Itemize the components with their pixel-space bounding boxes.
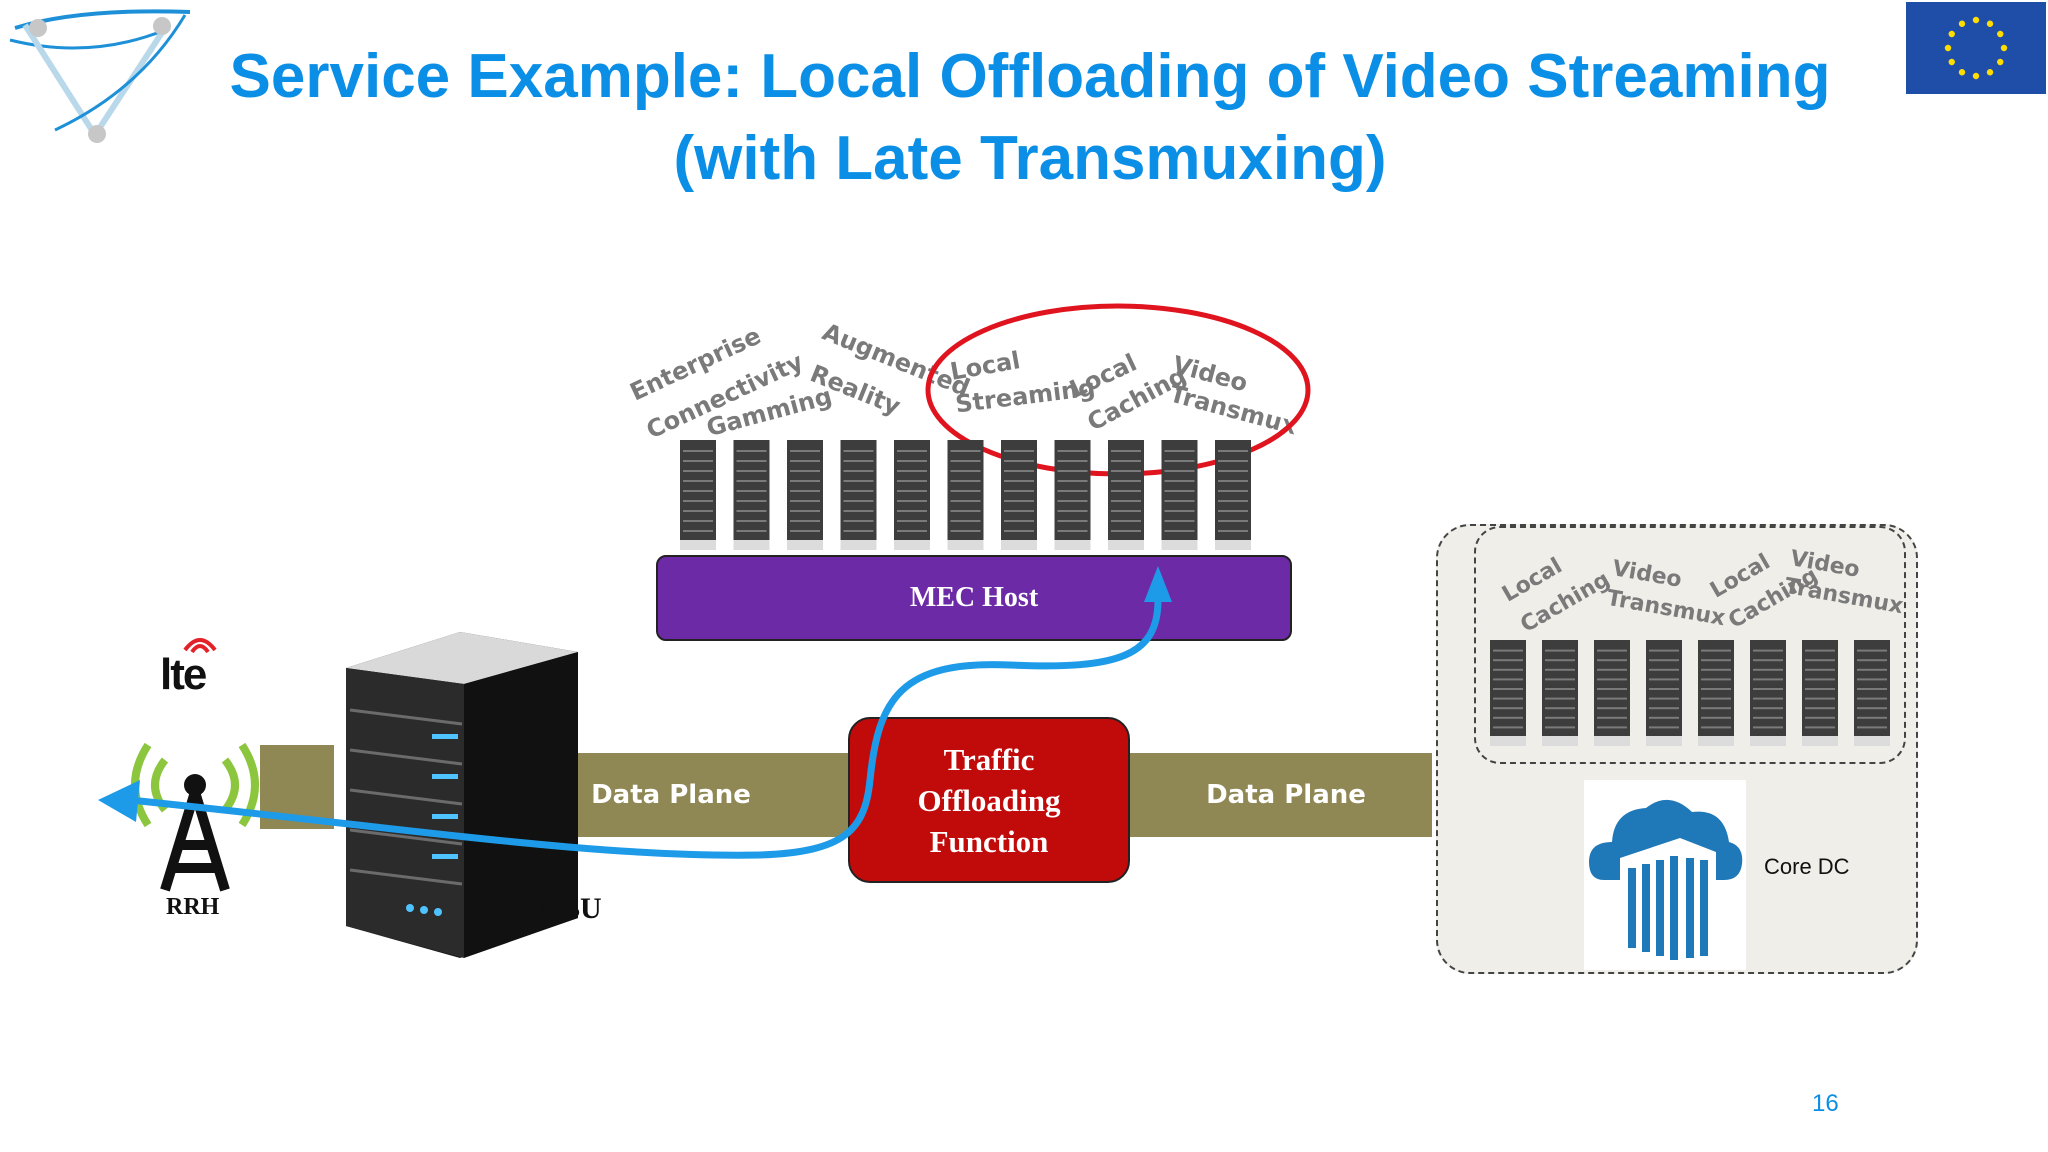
server-rack [1161,440,1198,550]
server-rack [787,440,823,550]
server-rack [1001,440,1037,550]
server-rack [1854,640,1890,746]
project-logo-icon [9,9,191,143]
data-plane-right-label: Data Plane [1206,780,1366,810]
tof-line-1: Traffic [943,741,1035,777]
bbu-label: BBU [540,892,602,925]
data-plane-left[interactable]: Data Plane [576,753,866,837]
server-rack [840,440,877,550]
slide-title: Service Example: Local Offloading of Vid… [180,36,1880,200]
data-plane-left-label: Data Plane [591,780,751,810]
rrh-label: RRH [166,894,220,920]
server-rack [733,440,770,550]
lte-signal-icon [183,638,217,654]
server-rack [680,440,716,550]
eu-flag-icon [1906,2,2046,94]
server-rack [947,440,984,550]
cloud-datacenter-icon [1584,780,1746,970]
traffic-offloading-function[interactable]: Traffic Offloading Function [848,717,1130,883]
server-rack [1054,440,1091,550]
title-line-2: (with Late Transmuxing) [673,124,1387,193]
core-dc-server-racks [1490,640,1890,746]
data-plane-right[interactable]: Data Plane [1120,753,1432,837]
server-rack [894,440,930,550]
tof-line-3: Function [929,823,1049,859]
core-dc-service-area [1474,526,1906,764]
server-rack [1750,640,1786,746]
title-line-1: Service Example: Local Offloading of Vid… [229,42,1831,111]
server-rack [1490,640,1526,746]
mec-host-box[interactable]: MEC Host [656,555,1292,641]
tof-line-2: Offloading [917,782,1061,818]
server-rack [1698,640,1734,746]
core-dc-label: Core DC [1764,854,1850,879]
server-rack [1646,640,1682,746]
lte-logo: lte [160,650,207,699]
server-rack [1542,640,1578,746]
server-rack [1108,440,1144,550]
page-number: 16 [1812,1090,1839,1117]
bbu-server-icon [346,632,578,958]
mec-server-racks [680,440,1251,550]
server-rack [1594,640,1630,746]
server-rack [1215,440,1251,550]
server-rack [1802,640,1838,746]
mec-host-label: MEC Host [909,582,1039,613]
